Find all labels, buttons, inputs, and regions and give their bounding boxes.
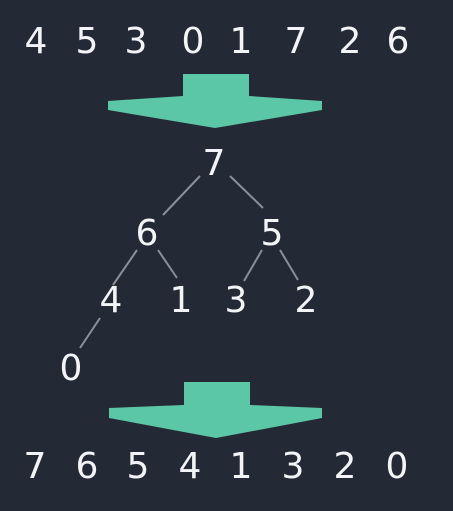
input-value-1: 5 bbox=[76, 21, 99, 62]
tree-node-5: 5 bbox=[261, 213, 284, 254]
input-value-0: 4 bbox=[25, 21, 48, 62]
tree-node-2: 2 bbox=[295, 280, 318, 321]
input-value-6: 2 bbox=[339, 21, 362, 62]
tree-edges bbox=[79, 175, 299, 349]
input-value-7: 6 bbox=[387, 21, 410, 62]
output-value-7: 0 bbox=[386, 446, 409, 487]
tree-node-0: 0 bbox=[60, 348, 83, 389]
output-value-0: 7 bbox=[24, 446, 47, 487]
tree-edge-n4-n0 bbox=[79, 317, 101, 349]
output-value-4: 1 bbox=[230, 446, 253, 487]
tree-edge-n7-n6 bbox=[162, 175, 201, 216]
tree-edge-n5-n3 bbox=[243, 249, 263, 282]
input-value-3: 0 bbox=[182, 21, 205, 62]
output-value-3: 4 bbox=[179, 446, 202, 487]
tree-node-3: 3 bbox=[225, 280, 248, 321]
down-arrow-top-icon bbox=[108, 74, 322, 128]
output-value-2: 5 bbox=[127, 446, 150, 487]
down-arrow-bottom-icon bbox=[109, 382, 322, 438]
input-value-4: 1 bbox=[230, 21, 253, 62]
output-value-5: 3 bbox=[282, 446, 305, 487]
tree-edge-n5-n2 bbox=[279, 249, 299, 281]
tree-node-6: 6 bbox=[136, 213, 159, 254]
output-value-6: 2 bbox=[334, 446, 357, 487]
tree-edge-n7-n5 bbox=[229, 175, 264, 209]
tree-edge-n6-n4 bbox=[112, 249, 138, 286]
tree-node-7: 7 bbox=[203, 143, 226, 184]
tree-node-4: 4 bbox=[100, 280, 123, 321]
tree-node-1: 1 bbox=[170, 280, 193, 321]
input-value-5: 7 bbox=[285, 21, 308, 62]
input-value-2: 3 bbox=[125, 21, 148, 62]
output-value-1: 6 bbox=[76, 446, 99, 487]
tree-edge-n6-n1 bbox=[157, 249, 178, 279]
